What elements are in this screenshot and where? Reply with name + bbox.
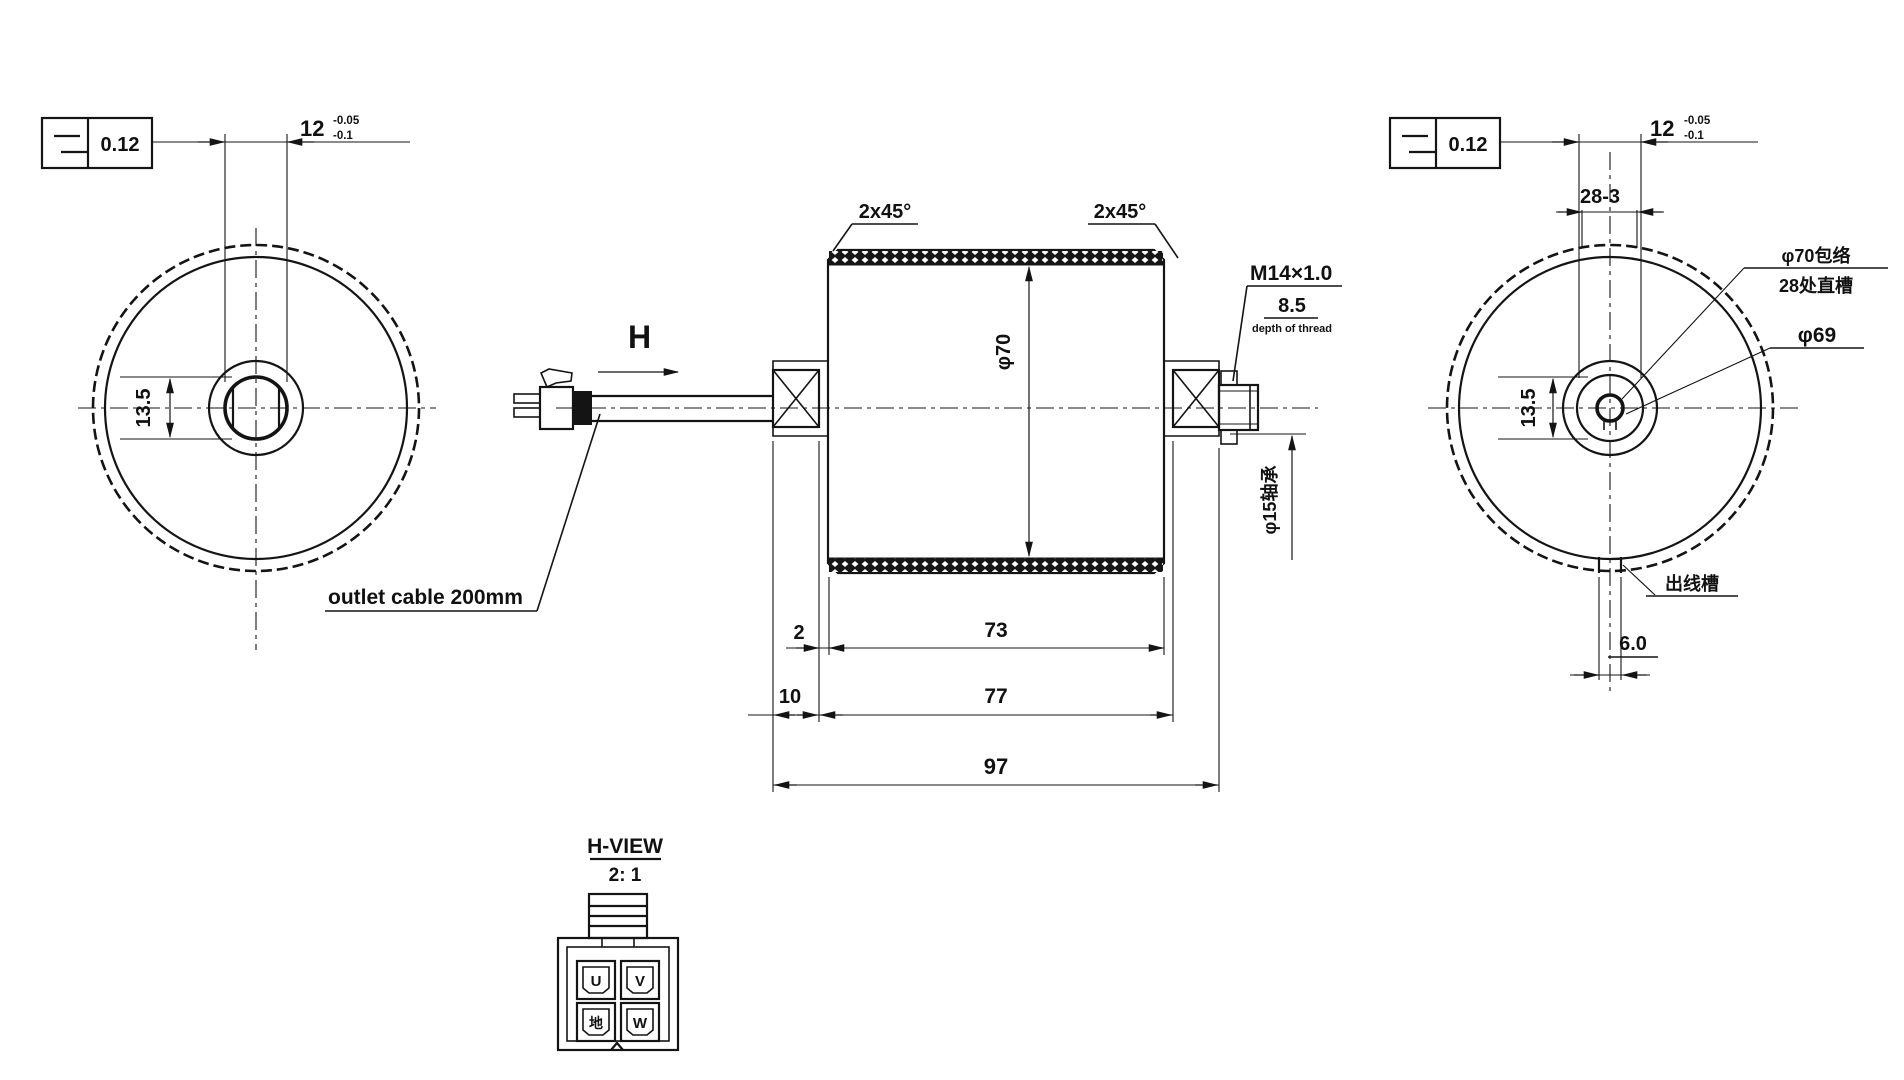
parallelism-tolerance-value: 0.12 xyxy=(1449,134,1488,156)
h-view-detail: H-VIEW 2: 1 U V xyxy=(556,835,680,1052)
outlet-slot xyxy=(1597,557,1623,573)
bore-width-value: 12 xyxy=(1650,116,1674,141)
bore-height-dimension: 13.5 xyxy=(1498,376,1588,440)
cable-note-text: outlet cable 200mm xyxy=(328,586,523,609)
dim-left-end-value: 10 xyxy=(779,686,801,708)
chamfer-callout-right: 2x45° xyxy=(1088,201,1179,259)
outlet-slot-callout: 出线槽 xyxy=(1622,564,1738,597)
bearing-right xyxy=(1164,360,1221,437)
dimension-row-2: 10 77 xyxy=(748,685,1173,719)
envelope-note-value: φ70包络 xyxy=(1782,245,1851,266)
slot-dimension: 28-3 xyxy=(1556,186,1664,248)
motor-body xyxy=(826,248,1166,575)
dimension-row-1: 2 73 xyxy=(786,619,1165,652)
bore-width-tol-lower: -0.1 xyxy=(1684,130,1704,142)
dim-body-value: 73 xyxy=(984,619,1007,642)
extension-lines xyxy=(772,441,1220,792)
bore-height-dimension: 13.5 xyxy=(120,376,232,440)
thread-callout: M14×1.0 8.5 depth of thread xyxy=(1232,262,1342,382)
h-view-label: H xyxy=(628,319,651,355)
dimension-row-3: 97 xyxy=(773,754,1219,789)
left-end-view: 0.12 12 -0.05 -0.1 13.5 xyxy=(40,115,436,650)
pin-cavity-v: V xyxy=(619,959,661,1001)
output-shaft xyxy=(592,394,773,423)
pin-cavity-ground: 地 xyxy=(575,1001,617,1043)
slot-dim-value: 28-3 xyxy=(1580,186,1620,208)
pin-label-u: U xyxy=(591,973,602,990)
bore-width-value: 12 xyxy=(300,116,324,141)
h-view-scale: 2: 1 xyxy=(609,865,642,886)
dim-flange-value: 2 xyxy=(793,622,804,644)
pin-cavity-u: U xyxy=(575,959,617,1001)
h-view-arrow: H xyxy=(598,319,680,376)
envelope-callout: φ70包络 28处直槽 xyxy=(1621,245,1888,400)
connector-key-notch xyxy=(610,1041,624,1051)
root-diameter-callout: φ69 xyxy=(1625,324,1864,415)
pin-label-w: W xyxy=(633,1015,648,1032)
dim-with-flanges-value: 77 xyxy=(984,685,1007,708)
bore-width-tol-lower: -0.1 xyxy=(333,130,353,142)
outlet-slot-note-value: 出线槽 xyxy=(1665,573,1719,594)
knurl-band-top xyxy=(829,251,1163,265)
bearing-left xyxy=(771,360,828,437)
side-view: φ70 2x45° 2x45° xyxy=(325,201,1342,792)
parallelism-frame: 0.12 xyxy=(40,116,154,170)
pin-cavity-w: W xyxy=(619,1001,661,1043)
chamfer-right-value: 2x45° xyxy=(1094,201,1147,223)
slot-width-dimension: 6.0 xyxy=(1570,577,1658,680)
thread-depth-note: depth of thread xyxy=(1252,323,1332,335)
bore-width-dimension: 12 -0.05 -0.1 xyxy=(1500,115,1758,378)
root-diameter-value: φ69 xyxy=(1798,324,1836,347)
shaft-dia-callout: φ15轴承 xyxy=(1230,433,1306,560)
pin-label-ground: 地 xyxy=(589,1015,603,1031)
pin-label-v: V xyxy=(635,973,645,990)
bore-width-tol-upper: -0.05 xyxy=(1684,115,1711,127)
body-diameter-value: φ70 xyxy=(993,334,1015,371)
right-end-view: 0.12 12 -0.05 -0.1 28-3 φ70包络 28处直槽 xyxy=(1388,115,1888,692)
knurl-band-bottom xyxy=(829,558,1163,572)
knurled-outer-circle xyxy=(91,243,421,573)
cable-callout: outlet cable 200mm xyxy=(325,413,601,612)
thread-spec-value: M14×1.0 xyxy=(1250,262,1332,285)
bore-height-value: 13.5 xyxy=(1518,389,1540,428)
connector-latch xyxy=(539,368,573,389)
shaft-note-value: φ15轴承 xyxy=(1259,465,1280,535)
parallelism-icon xyxy=(54,134,87,154)
body-diameter-dimension: φ70 xyxy=(993,265,1033,558)
slot-width-value: 6.0 xyxy=(1619,633,1647,655)
h-view-title: H-VIEW xyxy=(587,835,663,858)
dim-overall-value: 97 xyxy=(984,754,1008,779)
thread-depth-value: 8.5 xyxy=(1278,295,1306,317)
bore-width-tol-upper: -0.05 xyxy=(333,115,360,127)
connector-detail: U V 地 W xyxy=(556,892,680,1052)
bore-height-value: 13.5 xyxy=(133,389,155,428)
parallelism-tolerance-value: 0.12 xyxy=(101,134,140,156)
chamfer-callout-left: 2x45° xyxy=(832,201,918,252)
parallelism-frame: 0.12 xyxy=(1388,116,1502,170)
chamfer-left-value: 2x45° xyxy=(859,201,912,223)
connector-housing xyxy=(556,936,680,1052)
slots-note-value: 28处直槽 xyxy=(1779,275,1853,296)
parallelism-icon xyxy=(1402,134,1435,154)
bore-width-dimension: 12 -0.05 -0.1 xyxy=(152,115,410,382)
cable-connector xyxy=(513,368,592,431)
